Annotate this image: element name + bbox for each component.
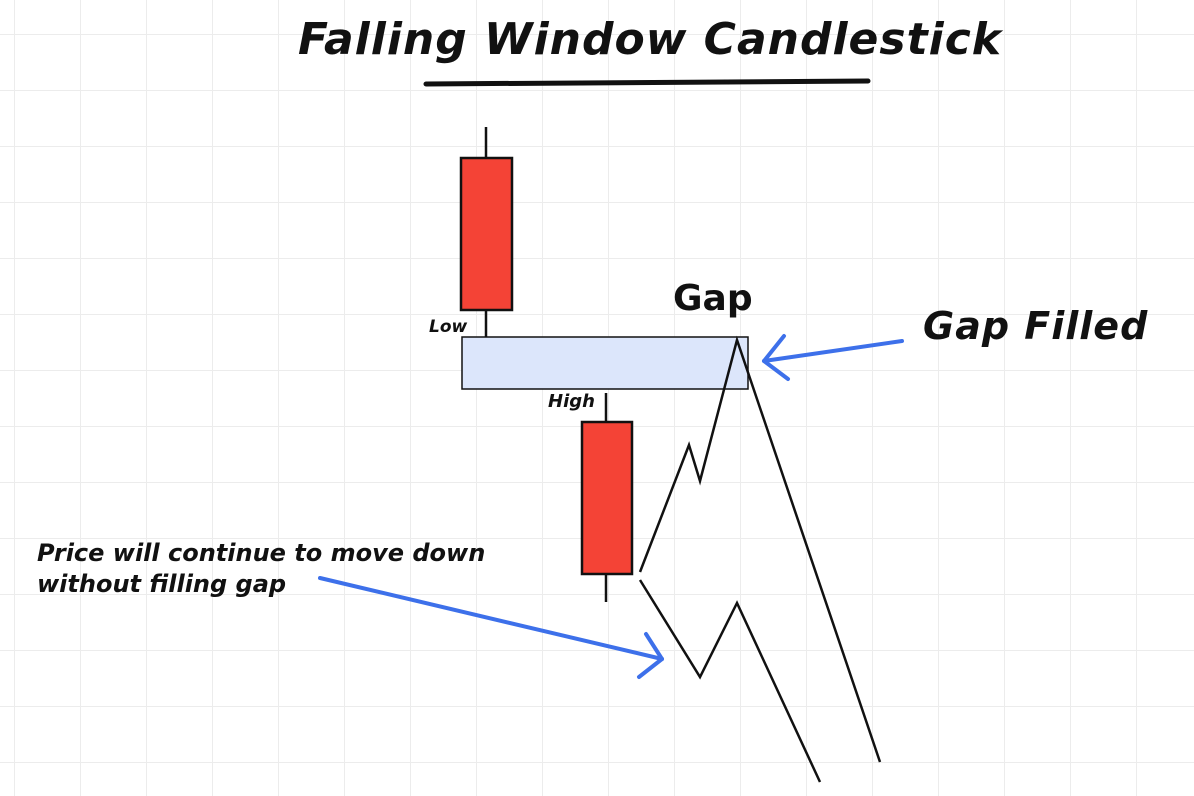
continue-down-note-line2: without filling gap bbox=[37, 570, 287, 598]
gap-zone bbox=[461, 336, 749, 390]
high-label: High bbox=[548, 391, 595, 412]
arrow-gap-filled bbox=[762, 334, 904, 381]
low-label: Low bbox=[429, 317, 468, 337]
continue-down-note: Price will continue to move down without… bbox=[37, 538, 485, 600]
gap-label: Gap bbox=[673, 278, 753, 319]
arrow-continue-down bbox=[318, 576, 664, 679]
gap-filled-label: Gap Filled bbox=[923, 304, 1149, 348]
price-path-continue-down bbox=[638, 579, 822, 783]
diagram-title: Falling Window Candlestick bbox=[297, 14, 1003, 65]
price-path-gap-filled bbox=[638, 335, 882, 763]
continue-down-note-line1: Price will continue to move down bbox=[37, 539, 486, 567]
title-underline bbox=[423, 78, 871, 87]
candle-first-body bbox=[459, 156, 514, 312]
candle-second-body bbox=[580, 420, 634, 576]
candle-second-bearish bbox=[580, 393, 634, 602]
candle-first-bearish bbox=[459, 127, 514, 337]
